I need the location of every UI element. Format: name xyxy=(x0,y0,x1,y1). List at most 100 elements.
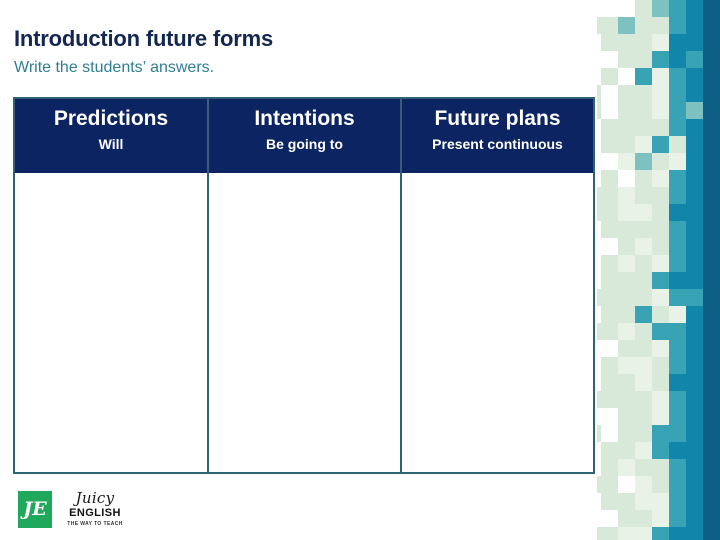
mosaic-tile xyxy=(686,204,703,221)
mosaic-tile xyxy=(669,374,686,391)
mosaic-tile xyxy=(686,493,703,510)
mosaic-tile xyxy=(652,170,669,187)
table-header-cell-predictions: Predictions Will xyxy=(15,99,209,173)
mosaic-tile xyxy=(686,102,703,119)
mosaic-tile xyxy=(669,527,686,540)
mosaic-tile xyxy=(601,187,618,204)
mosaic-tile xyxy=(703,408,720,425)
column-title-future-plans: Future plans xyxy=(434,107,561,130)
mosaic-tile xyxy=(601,170,618,187)
mosaic-tile xyxy=(601,34,618,51)
mosaic-tile xyxy=(686,255,703,272)
mosaic-tile xyxy=(635,238,652,255)
mosaic-tile xyxy=(618,136,635,153)
mosaic-tile xyxy=(686,0,703,17)
mosaic-tile xyxy=(703,306,720,323)
mosaic-tile xyxy=(635,153,652,170)
mosaic-tile xyxy=(669,153,686,170)
mosaic-tile xyxy=(686,425,703,442)
mosaic-tile xyxy=(652,272,669,289)
mosaic-tile xyxy=(652,17,669,34)
mosaic-tile xyxy=(686,323,703,340)
mosaic-tile xyxy=(618,459,635,476)
mosaic-tile xyxy=(601,459,618,476)
mosaic-tile xyxy=(669,442,686,459)
answer-cell-future-plans[interactable] xyxy=(402,173,593,472)
mosaic-tile xyxy=(618,391,635,408)
mosaic-tile xyxy=(618,17,635,34)
mosaic-tile xyxy=(652,136,669,153)
mosaic-tile xyxy=(686,408,703,425)
mosaic-tile xyxy=(601,289,618,306)
mosaic-tile xyxy=(618,238,635,255)
mosaic-tile xyxy=(669,34,686,51)
mosaic-tile xyxy=(652,289,669,306)
mosaic-tile xyxy=(669,272,686,289)
page-subtitle: Write the students’ answers. xyxy=(14,59,215,76)
mosaic-tile xyxy=(618,493,635,510)
mosaic-tile xyxy=(618,204,635,221)
mosaic-tile xyxy=(703,425,720,442)
logo-script-juicy: Juicy xyxy=(75,489,115,507)
mosaic-tile xyxy=(652,68,669,85)
table-header-cell-intentions: Intentions Be going to xyxy=(209,99,402,173)
mosaic-tile xyxy=(703,170,720,187)
mosaic-tile xyxy=(618,272,635,289)
mosaic-tile xyxy=(601,306,618,323)
mosaic-tile xyxy=(686,51,703,68)
mosaic-tile xyxy=(703,68,720,85)
mosaic-tile xyxy=(703,476,720,493)
answer-cell-intentions[interactable] xyxy=(209,173,402,472)
mosaic-tile xyxy=(652,459,669,476)
logo-wordmark: Juicy ENGLISH THE WAY TO TEACH xyxy=(60,491,130,528)
mosaic-tile xyxy=(635,187,652,204)
mosaic-tile xyxy=(669,255,686,272)
mosaic-tile xyxy=(635,221,652,238)
mosaic-tile xyxy=(635,17,652,34)
mosaic-tile xyxy=(635,374,652,391)
mosaic-tile xyxy=(601,17,618,34)
mosaic-tile xyxy=(618,408,635,425)
mosaic-tile xyxy=(652,323,669,340)
mosaic-tile xyxy=(618,119,635,136)
mosaic-tile xyxy=(635,527,652,540)
mosaic-tile xyxy=(618,34,635,51)
mosaic-tile xyxy=(635,204,652,221)
mosaic-tile xyxy=(686,306,703,323)
mosaic-tile xyxy=(618,85,635,102)
column-subtitle-future-plans: Present continuous xyxy=(432,136,563,152)
mosaic-tile xyxy=(635,170,652,187)
mosaic-tile xyxy=(635,357,652,374)
mosaic-tile xyxy=(652,153,669,170)
mosaic-tile xyxy=(601,323,618,340)
mosaic-tile xyxy=(703,340,720,357)
mosaic-tile xyxy=(635,493,652,510)
mosaic-tile xyxy=(686,510,703,527)
mosaic-tile xyxy=(703,442,720,459)
mosaic-tile xyxy=(618,289,635,306)
mosaic-tile xyxy=(635,85,652,102)
mosaic-tile xyxy=(703,0,720,17)
mosaic-tile xyxy=(601,136,618,153)
mosaic-tile xyxy=(669,51,686,68)
logo-monogram: JE xyxy=(23,498,47,520)
answer-cell-predictions[interactable] xyxy=(15,173,209,472)
mosaic-tile xyxy=(618,187,635,204)
mosaic-tile xyxy=(703,459,720,476)
brand-logo: JE Juicy ENGLISH THE WAY TO TEACH xyxy=(18,491,128,531)
mosaic-tile xyxy=(635,119,652,136)
mosaic-tile xyxy=(669,170,686,187)
mosaic-tile xyxy=(652,357,669,374)
mosaic-tile xyxy=(686,119,703,136)
mosaic-tile xyxy=(669,119,686,136)
mosaic-tile xyxy=(635,0,652,17)
mosaic-tile xyxy=(597,289,601,306)
mosaic-tile xyxy=(703,391,720,408)
mosaic-tile xyxy=(597,391,601,408)
column-title-intentions: Intentions xyxy=(254,107,355,130)
mosaic-tile xyxy=(652,510,669,527)
mosaic-tile xyxy=(669,408,686,425)
mosaic-tile xyxy=(652,51,669,68)
mosaic-tile xyxy=(686,459,703,476)
mosaic-tile xyxy=(618,425,635,442)
